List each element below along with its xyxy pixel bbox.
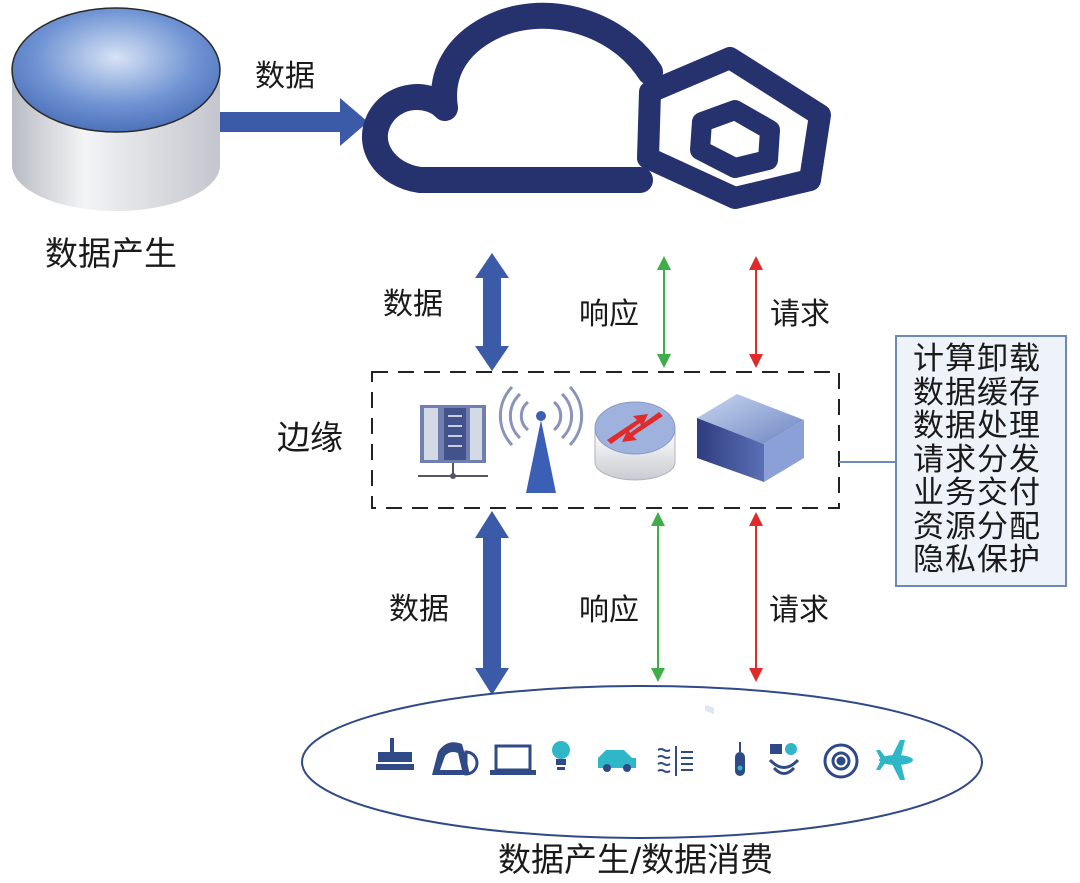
capability-item: 数据缓存	[913, 374, 1041, 411]
capability-item: 计算卸载	[913, 341, 1041, 377]
server-rack-icon	[418, 405, 488, 479]
router-icon	[594, 401, 676, 481]
request-arrow-lower	[749, 512, 763, 682]
cloud-icon	[362, 2, 831, 209]
response-label-lower: 响应	[579, 593, 639, 628]
antenna-tower-icon	[498, 385, 584, 493]
data-double-arrow-upper	[475, 253, 509, 371]
capability-item: 隐私保护	[913, 542, 1041, 578]
radiator-icon	[657, 746, 693, 776]
climate-sensor-icon	[768, 743, 800, 775]
capability-item: 业务交付	[913, 475, 1041, 511]
capability-item: 请求分发	[913, 441, 1041, 478]
terminal-label: 数据产生/数据消费	[498, 840, 774, 879]
car-icon	[598, 750, 636, 772]
response-label-upper: 响应	[579, 297, 639, 332]
speaker-icon	[823, 743, 859, 779]
capability-box: 计算卸载 数据缓存 数据处理 请求分发 业务交付 资源分配 隐私保护	[895, 335, 1067, 587]
thermometer-icon	[735, 742, 745, 776]
request-arrow-upper	[749, 256, 763, 368]
data-label-top: 数据	[255, 59, 315, 94]
request-label-lower: 请求	[769, 593, 829, 628]
laptop-icon	[490, 744, 536, 775]
data-label-lower: 数据	[389, 592, 449, 627]
data-label-upper: 数据	[383, 287, 443, 322]
printer-icon	[376, 738, 414, 770]
response-arrow-upper	[657, 256, 671, 368]
airplane-icon	[876, 740, 913, 780]
source-label: 数据产生	[45, 234, 177, 273]
database-icon	[11, 7, 221, 211]
sensor-icon	[432, 742, 479, 776]
request-label-upper: 请求	[770, 297, 830, 332]
response-arrow-lower	[651, 512, 665, 682]
terminal-ellipse	[301, 685, 983, 839]
edge-frame	[371, 371, 840, 509]
capability-item: 数据处理	[913, 408, 1041, 444]
data-double-arrow-lower	[475, 511, 509, 695]
edge-label: 边缘	[277, 418, 343, 457]
data-arrow-to-cloud	[220, 98, 368, 146]
switch-icon	[697, 394, 804, 715]
capability-item: 资源分配	[913, 508, 1041, 545]
bulb-icon	[552, 741, 570, 770]
